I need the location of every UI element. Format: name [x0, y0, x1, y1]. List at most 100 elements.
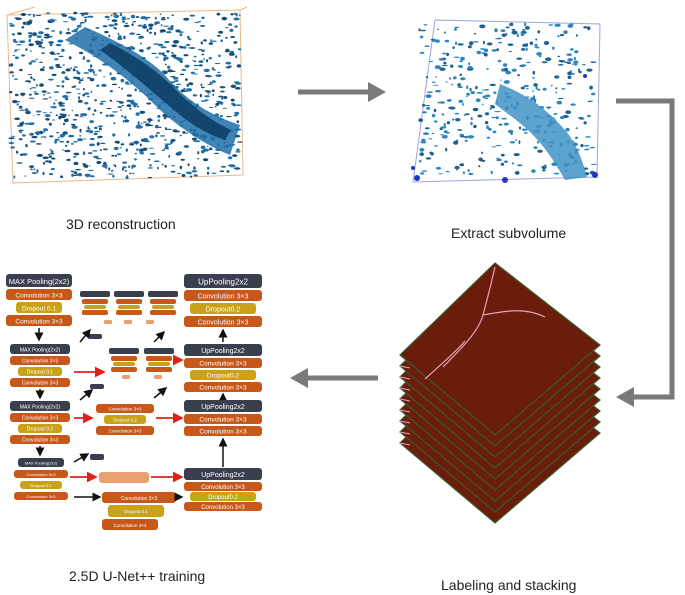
pore — [192, 60, 195, 62]
fracture-label — [482, 310, 546, 318]
pore — [29, 140, 36, 143]
pore — [89, 130, 94, 134]
pore — [202, 158, 209, 162]
pore — [54, 58, 59, 61]
pore — [43, 128, 48, 132]
pore — [9, 24, 15, 27]
pore — [453, 28, 458, 31]
pore — [201, 16, 205, 19]
pore — [434, 65, 441, 69]
pore — [172, 77, 179, 80]
pore — [225, 61, 232, 65]
pore — [121, 115, 124, 118]
pore — [51, 73, 57, 77]
pore — [79, 79, 84, 81]
pore — [70, 17, 77, 21]
pore — [55, 43, 62, 47]
pore — [426, 106, 430, 110]
pore — [532, 95, 536, 98]
pore — [419, 51, 425, 54]
pore — [209, 81, 212, 85]
pore — [504, 67, 508, 72]
pore — [455, 168, 459, 171]
pore — [537, 149, 543, 153]
pore — [149, 135, 155, 139]
pore — [211, 80, 216, 83]
pore — [228, 156, 233, 160]
pore — [120, 78, 125, 83]
pore — [118, 86, 120, 89]
pore — [27, 13, 32, 16]
pore — [49, 42, 53, 47]
pore — [119, 101, 124, 104]
pore — [34, 92, 39, 96]
pore — [229, 28, 234, 32]
pore — [490, 170, 493, 175]
label-stack — [395, 255, 605, 540]
pore — [30, 76, 33, 80]
pore — [126, 18, 130, 20]
pore — [454, 165, 460, 170]
pore — [94, 126, 98, 129]
pore — [45, 160, 50, 163]
pore — [164, 63, 167, 66]
pore — [101, 164, 108, 168]
pore — [193, 166, 196, 170]
pore — [142, 121, 147, 123]
pore — [422, 103, 426, 107]
pore — [524, 22, 527, 27]
pore — [126, 94, 132, 97]
pore — [45, 118, 50, 121]
pore — [575, 127, 579, 129]
pore — [74, 169, 80, 171]
pore — [164, 127, 167, 131]
pore — [14, 93, 19, 97]
pore — [583, 145, 590, 147]
pore — [449, 106, 456, 110]
decoder-1-conv1-label: Convolution 3×3 — [198, 294, 249, 301]
pore — [438, 173, 444, 175]
pore — [100, 142, 106, 144]
pore — [423, 105, 431, 107]
pore — [70, 170, 75, 173]
pore — [580, 144, 584, 148]
pore — [162, 52, 165, 56]
pore — [198, 64, 203, 67]
pore — [517, 74, 521, 77]
pore — [230, 84, 237, 89]
decoder-3-conv2-label: Convolution 3×3 — [199, 429, 247, 436]
bottom-dropout-label: Dropout 0.1 — [124, 509, 148, 514]
pore — [28, 62, 33, 65]
pore — [117, 32, 120, 36]
pore — [65, 98, 69, 101]
pore — [16, 103, 19, 106]
caption-training: 2.5D U-Net++ training — [69, 568, 206, 584]
pore — [100, 100, 107, 103]
pore — [501, 117, 507, 120]
pore — [587, 100, 592, 102]
pore — [44, 27, 50, 30]
pore — [89, 78, 95, 82]
pore — [104, 15, 110, 19]
pore — [28, 39, 32, 43]
pore — [219, 115, 223, 118]
pore — [425, 157, 432, 160]
pore — [171, 165, 176, 167]
pore — [125, 176, 129, 180]
pore — [482, 95, 486, 99]
pore — [8, 142, 15, 144]
pore — [235, 104, 242, 106]
pore — [77, 174, 83, 177]
pore — [437, 101, 440, 104]
pore — [503, 122, 509, 126]
pore — [138, 151, 143, 153]
pore — [103, 76, 106, 78]
pore — [135, 141, 138, 145]
pore — [542, 169, 546, 172]
caption-labeling: Labeling and stacking — [441, 577, 577, 593]
pore — [50, 167, 55, 171]
pore — [238, 14, 241, 17]
pore — [119, 12, 123, 17]
pore — [516, 57, 523, 60]
pore — [134, 152, 137, 155]
